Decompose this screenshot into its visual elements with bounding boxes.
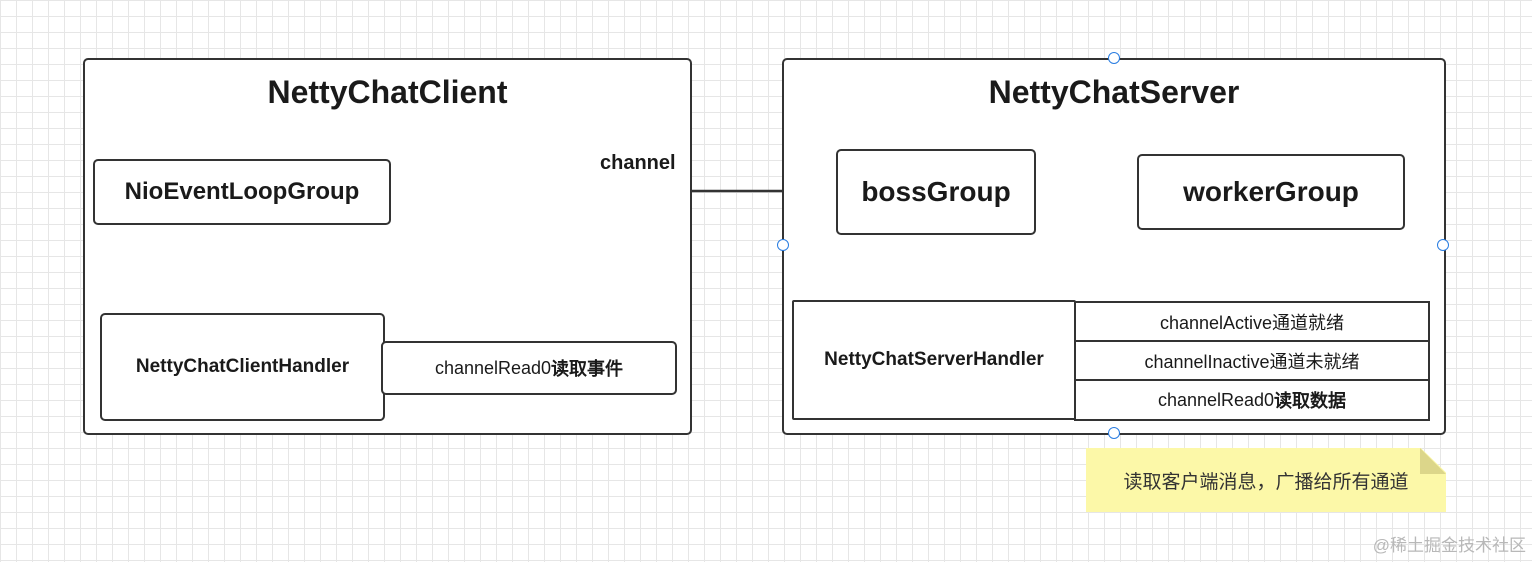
channel-active-cell[interactable]: channelActive通道就绪	[1074, 301, 1430, 342]
boss-group-label: bossGroup	[861, 176, 1011, 207]
worker-group-label: workerGroup	[1183, 176, 1359, 207]
selection-handle-left[interactable]	[777, 239, 789, 251]
channel-label: channel	[600, 152, 676, 174]
nio-event-loop-group-box[interactable]: NioEventLoopGroup	[93, 159, 391, 225]
selection-handle-bottom[interactable]	[1108, 427, 1120, 439]
channel-active-label: channelActive通道就绪	[1159, 312, 1345, 333]
sticky-note-text: 读取客户端消息，广播给所有通道	[1123, 471, 1409, 493]
client-read-desc: 读取事件	[551, 359, 624, 379]
server-read-desc: 读取数据	[1274, 391, 1347, 411]
server-handler-box[interactable]: NettyChatServerHandler	[792, 300, 1076, 420]
sticky-note[interactable]: 读取客户端消息，广播给所有通道	[1086, 448, 1446, 512]
server-handler-label: NettyChatServerHandler	[824, 349, 1044, 370]
watermark: @稀土掘金技术社区	[1372, 536, 1526, 555]
client-title: NettyChatClient	[267, 74, 508, 110]
worker-group-box[interactable]: workerGroup	[1137, 154, 1405, 230]
server-read-method: channelRead0	[1157, 389, 1275, 410]
client-handler-box[interactable]: NettyChatClientHandler	[100, 313, 385, 421]
server-title: NettyChatServer	[988, 74, 1240, 110]
client-read-method: channelRead0	[434, 357, 552, 378]
channel-inactive-cell[interactable]: channelInactive通道未就绪	[1074, 340, 1430, 381]
selection-handle-top[interactable]	[1108, 52, 1120, 64]
selection-handle-right[interactable]	[1437, 239, 1449, 251]
channel-inactive-label: channelInactive通道未就绪	[1144, 351, 1360, 372]
client-handler-label: NettyChatClientHandler	[135, 356, 350, 377]
boss-group-box[interactable]: bossGroup	[836, 149, 1036, 235]
nio-event-loop-group-label: NioEventLoopGroup	[124, 178, 360, 205]
